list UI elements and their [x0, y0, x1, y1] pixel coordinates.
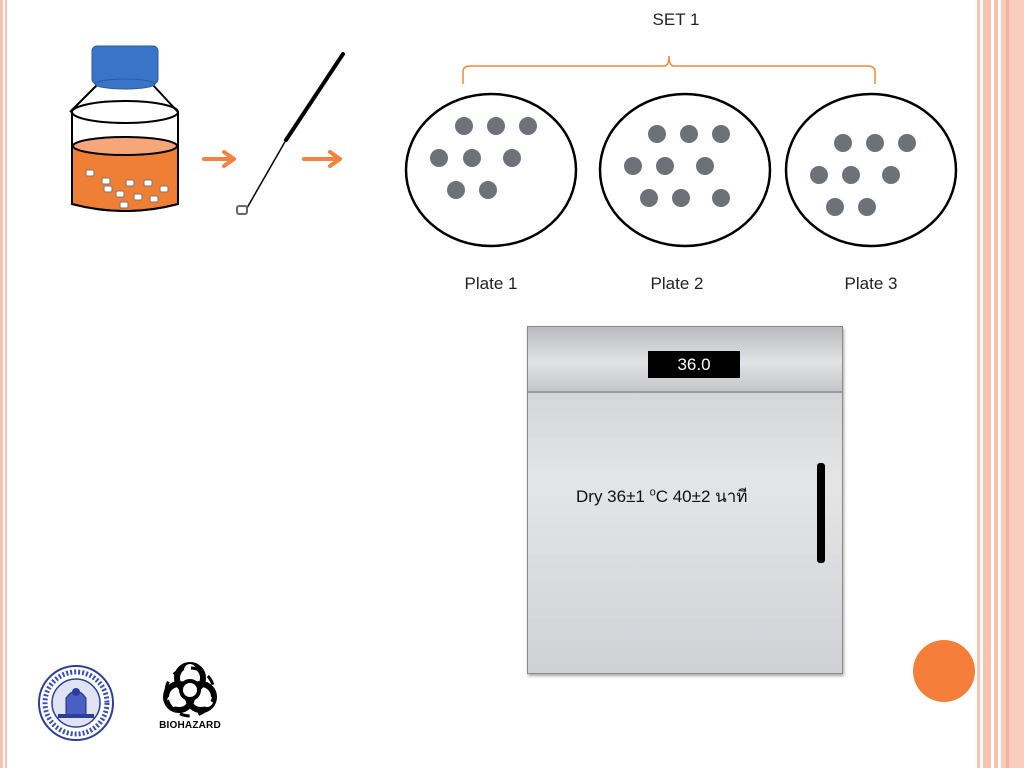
bottle-icon [69, 45, 179, 212]
petri-dish-icon [404, 92, 578, 248]
incubation-condition: Dry 36±1 oC 40±2 นาที [576, 483, 748, 510]
incubator-door-handle [817, 463, 825, 563]
incubator-control-panel: 36.0 [528, 327, 842, 393]
condition-text-before: Dry 36±1 [576, 487, 650, 506]
plate-label-3: Plate 3 [844, 274, 898, 293]
seal-logo-icon [38, 665, 114, 741]
swab-icon [236, 52, 345, 215]
arrow-right-icon [202, 150, 236, 168]
biohazard-label: BIOHAZARD [159, 720, 221, 731]
arrow-right-icon [302, 150, 342, 168]
set-label: SET 1 [652, 10, 700, 29]
petri-dish-icon [598, 92, 772, 248]
colonies [624, 125, 730, 207]
right-stripes [977, 0, 1024, 768]
biohazard-icon [163, 662, 217, 718]
plate-label-1: Plate 1 [464, 274, 518, 293]
left-stripes [0, 0, 7, 768]
incubator-icon: 36.0 Dry 36±1 oC 40±2 นาที [527, 326, 843, 674]
condition-text-after: C 40±2 นาที [655, 487, 748, 506]
petri-dish-icon [784, 92, 958, 248]
degree-symbol: o [649, 486, 656, 499]
colonies [430, 117, 537, 199]
colonies [810, 134, 916, 216]
temperature-display: 36.0 [648, 351, 740, 378]
decorative-orange-circle [913, 640, 975, 702]
plate-label-2: Plate 2 [650, 274, 704, 293]
set-bracket [462, 55, 876, 84]
